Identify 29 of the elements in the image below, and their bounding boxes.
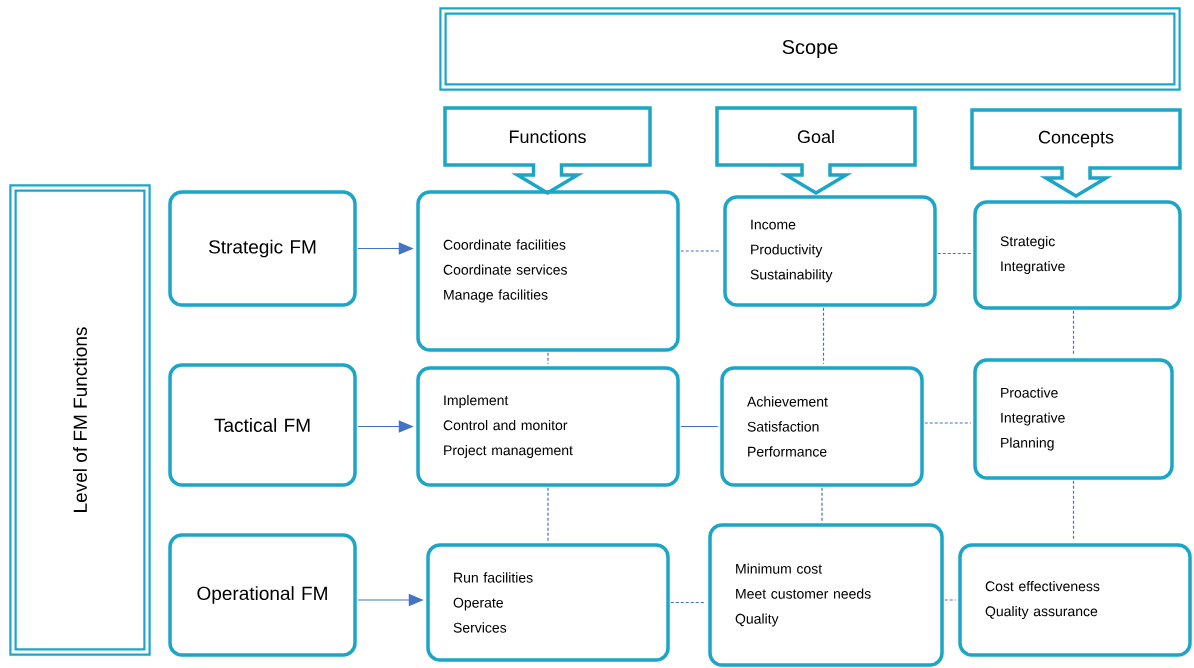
- content-box: Run facilities Operate Services: [426, 543, 670, 662]
- content-box: Proactive Integrative Planning: [973, 358, 1174, 480]
- content-box: Minimum cost Meet customer needs Quality: [708, 523, 944, 667]
- connector-line: [547, 487, 549, 542]
- connector-line: [680, 425, 719, 428]
- title-box: Scope: [439, 7, 1181, 91]
- connector-line: [822, 307, 825, 365]
- content-box: Coordinate facilities Coordinate services Manage facilities: [416, 190, 680, 352]
- level-box: Tactical FM: [168, 363, 357, 487]
- callout-box: Concepts: [970, 108, 1182, 199]
- connector-line: [670, 601, 707, 604]
- connector-line: [547, 352, 549, 365]
- content-box: Achievement Satisfaction Performance: [720, 366, 924, 487]
- connector-line: [937, 252, 972, 255]
- connector-line: [680, 250, 722, 252]
- connector-line: [924, 422, 972, 424]
- connector-line: [1072, 310, 1075, 357]
- level-box: Operational FM: [168, 533, 357, 657]
- content-box: Implement Control and monitor Project management: [416, 366, 680, 487]
- connector-line: [944, 599, 957, 601]
- level-box: Strategic FM: [168, 190, 357, 307]
- side-label-box: Level of FM Functions: [9, 184, 151, 656]
- content-box: Cost effectiveness Quality assurance: [958, 543, 1192, 657]
- connector-line: [1072, 480, 1075, 542]
- callout-box: Functions: [443, 106, 652, 196]
- content-box: Strategic Integrative: [973, 200, 1182, 310]
- connector-line: [821, 487, 823, 522]
- callout-box: Goal: [715, 106, 917, 196]
- content-box: Income Productivity Sustainability: [723, 195, 937, 307]
